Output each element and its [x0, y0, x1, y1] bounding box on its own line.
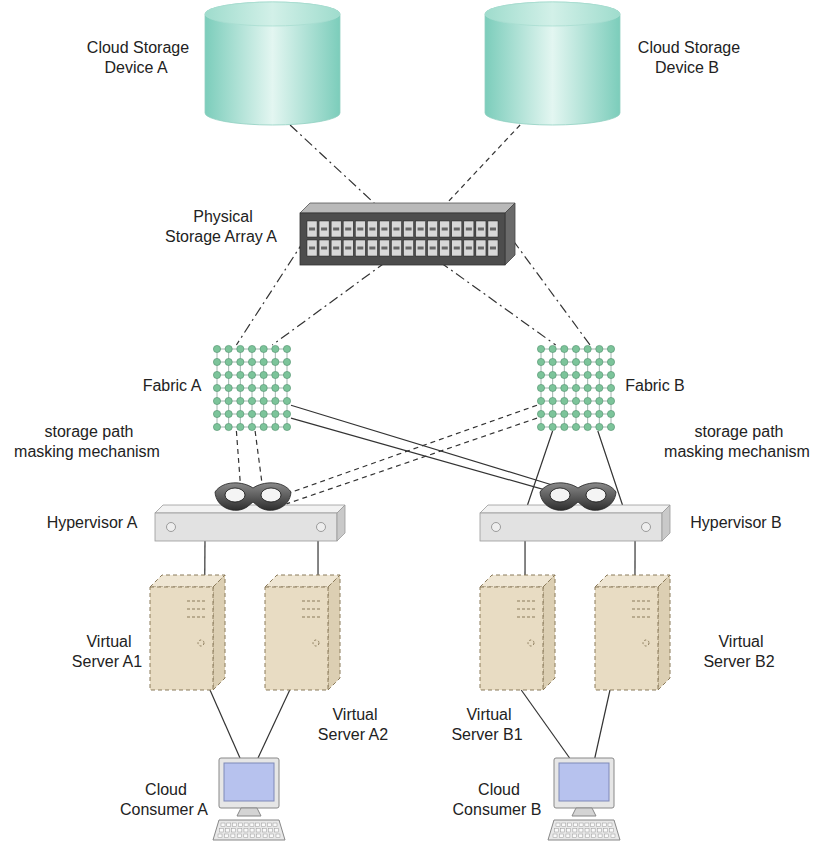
node-label: Hypervisor B	[676, 513, 796, 533]
masking-mechanism-shape	[538, 478, 618, 516]
node-label: Cloud Storage Device A	[72, 38, 202, 78]
connector	[236, 240, 304, 345]
fabric-shape	[213, 345, 291, 431]
masking-mechanism: storage path masking mechanism	[213, 478, 293, 516]
node-label: Virtual Server A1	[69, 632, 147, 672]
label-text: Fabric A	[141, 377, 204, 394]
cloud-consumer: Cloud Consumer A	[213, 758, 285, 842]
virtual-server: Virtual Server A1	[150, 575, 225, 690]
label-text: Cloud Consumer B	[453, 781, 544, 818]
hypervisor: Hypervisor B	[480, 505, 670, 541]
hypervisor-shape	[155, 505, 345, 541]
cloud-storage-device-shape	[205, 2, 340, 125]
label-text: Fabric B	[623, 377, 687, 394]
fabric: Fabric A	[213, 345, 291, 431]
virtual-server-shape	[595, 575, 670, 690]
cloud-storage-device-shape	[485, 2, 620, 125]
node-label: Fabric B	[620, 376, 690, 396]
cloud-consumer-shape	[213, 758, 285, 842]
label-text: Hypervisor A	[45, 514, 140, 531]
masking-mechanism: storage path masking mechanism	[538, 478, 618, 516]
node-label: storage path masking mechanism	[5, 422, 171, 462]
virtual-server-shape	[265, 575, 340, 690]
hypervisor-shape	[480, 505, 670, 541]
label-text: Physical Storage Array A	[165, 208, 279, 245]
connector	[513, 240, 590, 345]
label-text: Hypervisor B	[688, 514, 784, 531]
virtual-server-shape	[150, 575, 225, 690]
fabric: Fabric B	[537, 345, 615, 431]
virtual-server: Virtual Server B2	[595, 575, 670, 690]
masking-mechanism-shape	[213, 478, 293, 516]
node-label: Fabric A	[137, 376, 207, 396]
node-label: Cloud Consumer A	[118, 780, 212, 820]
connector	[210, 690, 240, 758]
node-label: storage path masking mechanism	[655, 422, 821, 462]
label-text: Virtual Server B2	[703, 633, 776, 670]
cloud-consumer-shape	[548, 758, 620, 842]
connector	[255, 431, 262, 482]
label-text: Virtual Server B1	[451, 706, 524, 743]
physical-storage-array-shape	[300, 203, 515, 265]
connector	[281, 405, 537, 496]
label-text: storage path masking mechanism	[664, 423, 812, 460]
virtual-server: Virtual Server B1	[480, 575, 555, 690]
connector	[291, 405, 560, 487]
connector	[287, 418, 537, 504]
connector	[521, 690, 569, 758]
physical-storage-array: Physical Storage Array A	[300, 203, 515, 265]
label-text: storage path masking mechanism	[14, 423, 162, 460]
virtual-server-shape	[480, 575, 555, 690]
node-label: Virtual Server B2	[700, 632, 780, 672]
cloud-consumer: Cloud Consumer B	[548, 758, 620, 842]
connector	[444, 125, 520, 206]
connector	[290, 125, 377, 206]
connector	[595, 690, 610, 758]
connector	[272, 262, 386, 345]
connector	[258, 690, 290, 758]
node-label: Cloud Consumer B	[451, 780, 545, 820]
label-text: Cloud Storage Device A	[85, 39, 189, 76]
cloud-storage-device: Cloud Storage Device A	[205, 2, 340, 125]
label-text: Cloud Consumer A	[120, 781, 210, 818]
cloud-storage-device: Cloud Storage Device B	[485, 2, 620, 125]
virtual-server: Virtual Server A2	[265, 575, 340, 690]
fabric-shape	[537, 345, 615, 431]
connector	[291, 418, 566, 496]
node-label: Cloud Storage Device B	[623, 38, 753, 78]
connector	[236, 431, 240, 482]
label-text: Virtual Server A1	[72, 633, 144, 670]
node-label: Virtual Server A2	[314, 705, 394, 745]
hypervisor: Hypervisor A	[155, 505, 345, 541]
node-label: Virtual Server B1	[448, 705, 528, 745]
label-text: Virtual Server A2	[318, 706, 390, 743]
label-text: Cloud Storage Device B	[636, 39, 740, 76]
node-label: Physical Storage Array A	[151, 207, 293, 247]
node-label: Hypervisor A	[32, 513, 152, 533]
